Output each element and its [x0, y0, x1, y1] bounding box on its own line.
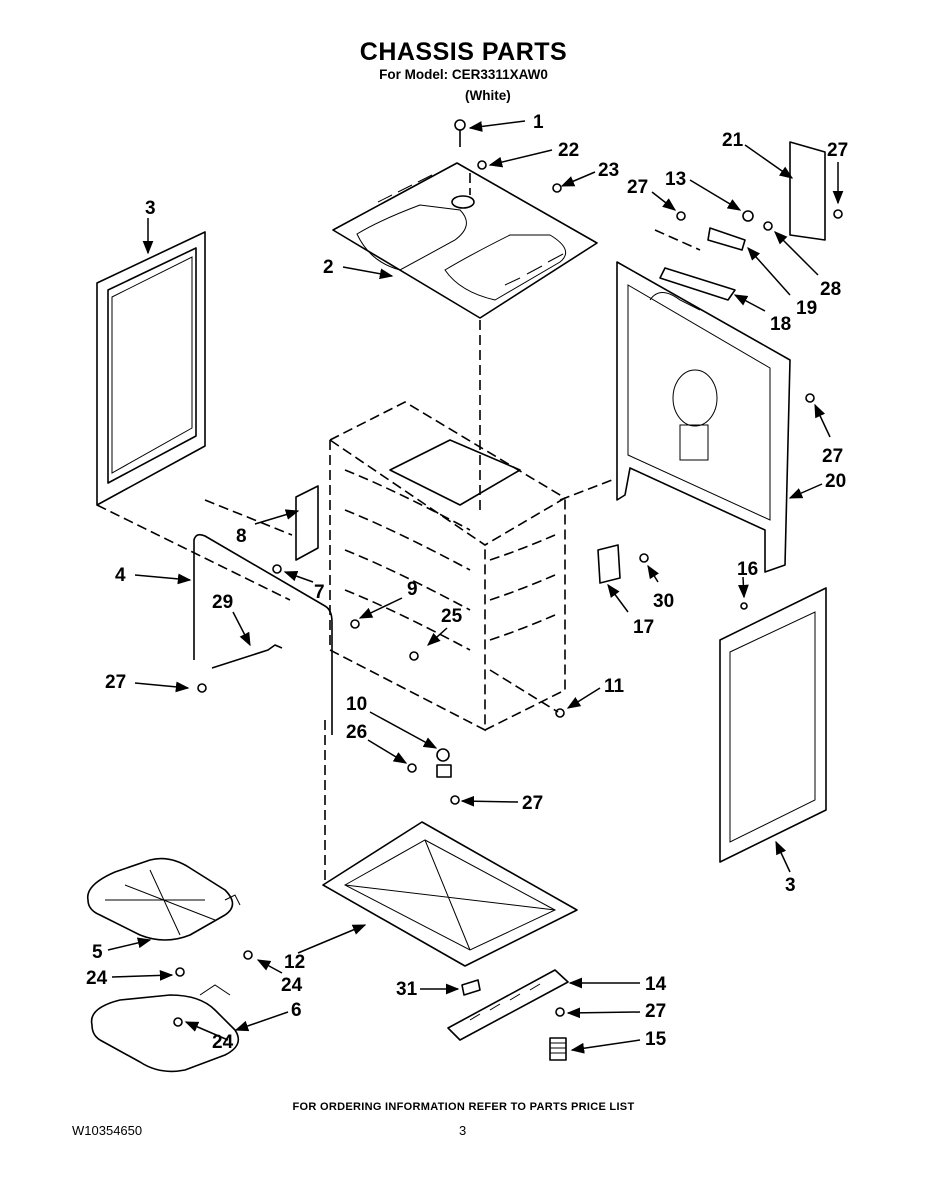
callout-18: 18	[770, 314, 791, 335]
callout-29: 29	[212, 592, 233, 613]
callout-6: 6	[291, 1000, 302, 1021]
side-panel-left	[96, 231, 206, 506]
page-number: 3	[459, 1123, 467, 1138]
page-title: CHASSIS PARTS	[359, 38, 568, 66]
vent-clip	[659, 227, 746, 301]
oven-sensor	[211, 644, 283, 669]
color-variant: (White)	[465, 88, 511, 103]
callout-27: 27	[822, 446, 843, 467]
callout-24: 24	[86, 968, 108, 989]
callout-3: 3	[785, 875, 796, 896]
cooktop-panel	[332, 162, 598, 319]
callout-27: 27	[627, 177, 648, 198]
callout-9: 9	[407, 579, 418, 600]
model-line: For Model: CER3311XAW0	[379, 67, 548, 82]
callout-26: 26	[346, 722, 367, 743]
callout-17: 17	[633, 617, 654, 638]
callout-19: 19	[796, 298, 817, 319]
callout-8: 8	[236, 526, 247, 547]
leveling-leg	[549, 1037, 567, 1061]
broil-element	[90, 984, 240, 1073]
callout-28: 28	[820, 279, 841, 300]
callout-31: 31	[396, 979, 418, 1000]
callout-13: 13	[665, 169, 686, 190]
connector-assembly	[436, 748, 452, 778]
callout-15: 15	[645, 1029, 667, 1050]
callout-14: 14	[645, 974, 667, 995]
alignment-lines	[96, 173, 701, 880]
callout-12: 12	[284, 952, 305, 973]
callout-27: 27	[645, 1001, 666, 1022]
callout-20: 20	[825, 471, 846, 492]
terminal-block	[447, 969, 569, 1041]
callout-27: 27	[522, 793, 543, 814]
oven-cavity	[328, 401, 567, 732]
callout-25: 25	[441, 606, 463, 627]
rear-bracket	[789, 141, 826, 241]
callout-2: 2	[323, 257, 334, 278]
callout-30: 30	[653, 591, 674, 612]
callout-22: 22	[558, 140, 579, 161]
callout-24: 24	[212, 1032, 234, 1053]
trim-strip	[193, 533, 333, 735]
callout-labels: 1 22 23 21 27 27 13 3 2 28 19 18 27 20 8…	[86, 112, 848, 1053]
screw-icons	[173, 119, 843, 1027]
callout-11: 11	[604, 676, 625, 697]
bake-element	[86, 857, 241, 941]
callout-4: 4	[115, 565, 126, 586]
callout-21: 21	[722, 130, 744, 151]
callout-1: 1	[533, 112, 544, 133]
wire-clip	[461, 979, 481, 996]
leader-arrows	[107, 120, 844, 1054]
callout-5: 5	[92, 942, 103, 963]
callout-7: 7	[314, 582, 325, 603]
ordering-note: FOR ORDERING INFORMATION REFER TO PARTS …	[292, 1101, 635, 1113]
callout-27: 27	[105, 672, 126, 693]
callout-3: 3	[145, 198, 156, 219]
bottom-tray	[322, 821, 578, 967]
side-panel-right	[719, 587, 827, 863]
small-bracket	[597, 544, 621, 584]
back-panel	[616, 261, 791, 573]
callout-24: 24	[281, 975, 303, 996]
callout-16: 16	[737, 559, 758, 580]
callout-27: 27	[827, 140, 848, 161]
document-number: W10354650	[72, 1123, 143, 1138]
side-bracket	[295, 485, 319, 561]
callout-23: 23	[598, 160, 619, 181]
callout-10: 10	[346, 694, 367, 715]
